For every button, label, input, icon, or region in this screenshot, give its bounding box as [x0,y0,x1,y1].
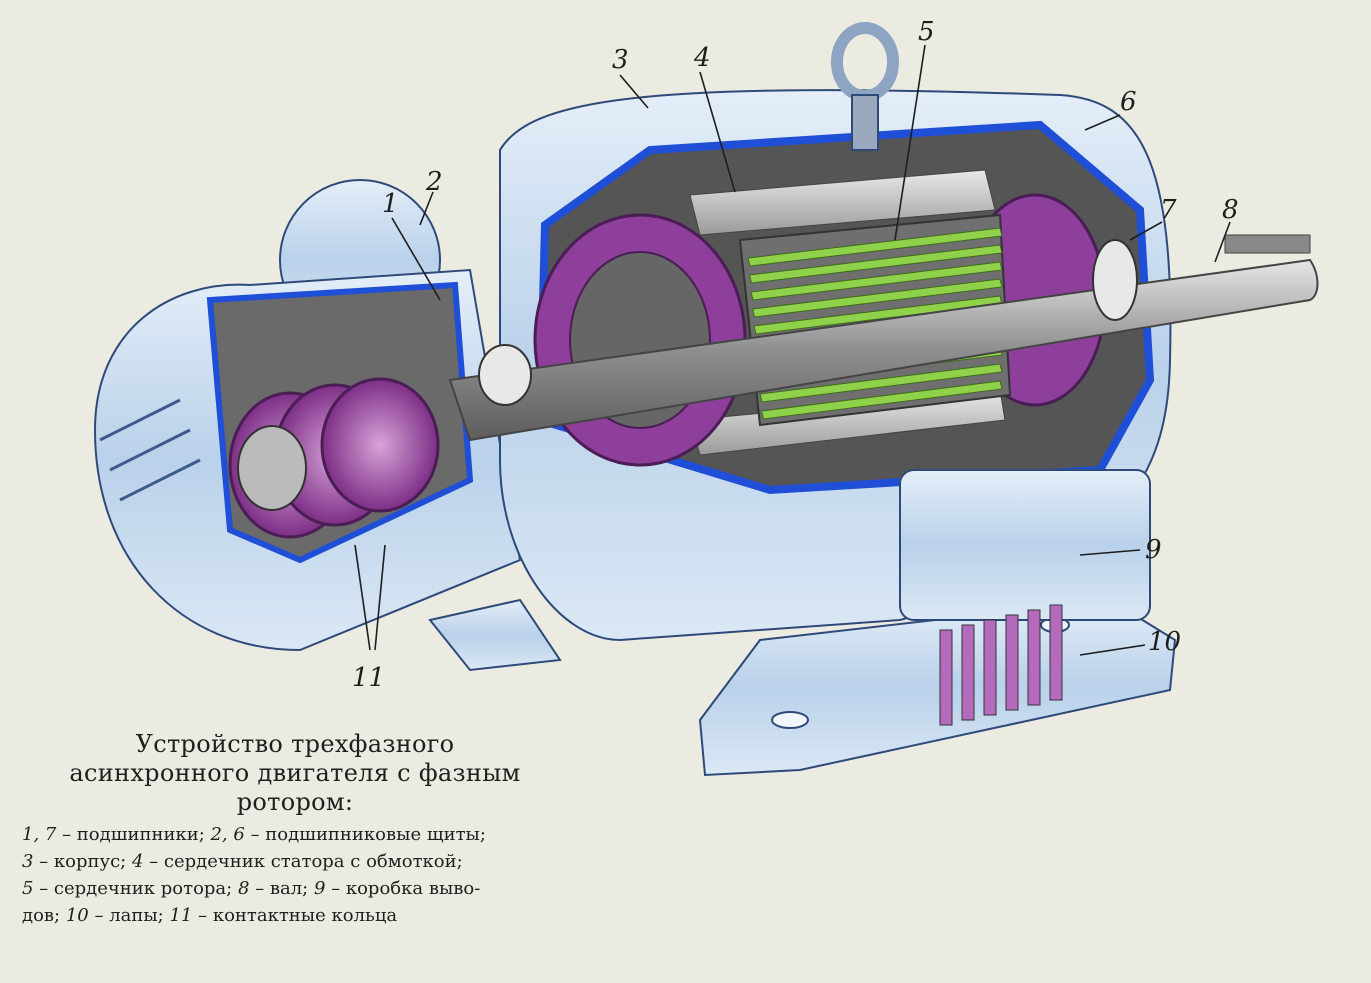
legend-number: 10 [65,905,89,926]
legend-line-3: 5 – сердечник ротора; 8 – вал; 9 – короб… [0,875,590,902]
callout-9: 9 [1145,535,1162,565]
bearings [478,239,1138,406]
callout-6: 6 [1120,87,1137,117]
rotor-bar [760,380,1003,420]
legend-number: 11 [169,905,193,926]
legend-line-2: 3 – корпус; 4 – сердечник статора с обмо… [0,848,590,875]
rotor-bar [747,227,1003,267]
legend-line-4: дов; 10 – лапы; 11 – контактные кольца [0,902,590,929]
callout-5: 5 [918,17,935,47]
legend-number: 8 [237,878,250,899]
callout-1: 1 [382,189,399,219]
terminal-leads [939,604,1063,726]
legend-text: – сердечник статора с обмоткой; [143,851,463,872]
legend-number: 4 [131,851,144,872]
callout-10: 10 [1148,627,1181,657]
callout-4: 4 [693,43,711,73]
legend-number: 3 [22,851,34,872]
callout-3: 3 [612,45,629,75]
legend-number: 9 [313,878,326,899]
caption-title-line: асинхронного двигателя с фазным [69,759,521,787]
rotor-bar [751,278,1003,318]
legend-text: – лапы; [88,905,170,926]
caption: Устройство трехфазного асинхронного двиг… [0,730,590,929]
callout-8: 8 [1222,195,1239,225]
legend-number: 2, 6 [210,824,245,845]
callout-labels: 1 2 3 4 5 6 7 8 9 10 11 [352,17,1239,693]
legend-number: 5 [22,878,34,899]
caption-title-line: Устройство трехфазного [135,730,455,758]
rotor-bar [750,261,1003,301]
terminal-box [899,469,1151,621]
legend-text: – сердечник ротора; [33,878,238,899]
rotor-bar [759,363,1003,403]
lifting-eye [831,22,899,151]
caption-title-line: ротором: [236,788,354,816]
legend-text: – контактные кольца [192,905,398,926]
callout-7: 7 [1160,195,1177,225]
leader-lines [354,44,1231,656]
legend-text: дов; [22,905,66,926]
rotor-bar [748,244,1003,284]
legend-text: – корпус; [33,851,132,872]
callout-2: 2 [425,167,443,197]
legend-line-1: 1, 7 – подшипники; 2, 6 – подшипниковые … [0,821,590,848]
legend-number: 1, 7 [22,824,57,845]
legend-text: – вал; [249,878,314,899]
legend-text: – коробка выво- [325,878,481,899]
callout-11: 11 [352,663,385,693]
caption-title: Устройство трехфазного асинхронного двиг… [0,730,590,817]
slip-rings [228,377,440,539]
legend-text: – подшипники; [56,824,211,845]
legend-text: – подшипниковые щиты; [244,824,486,845]
